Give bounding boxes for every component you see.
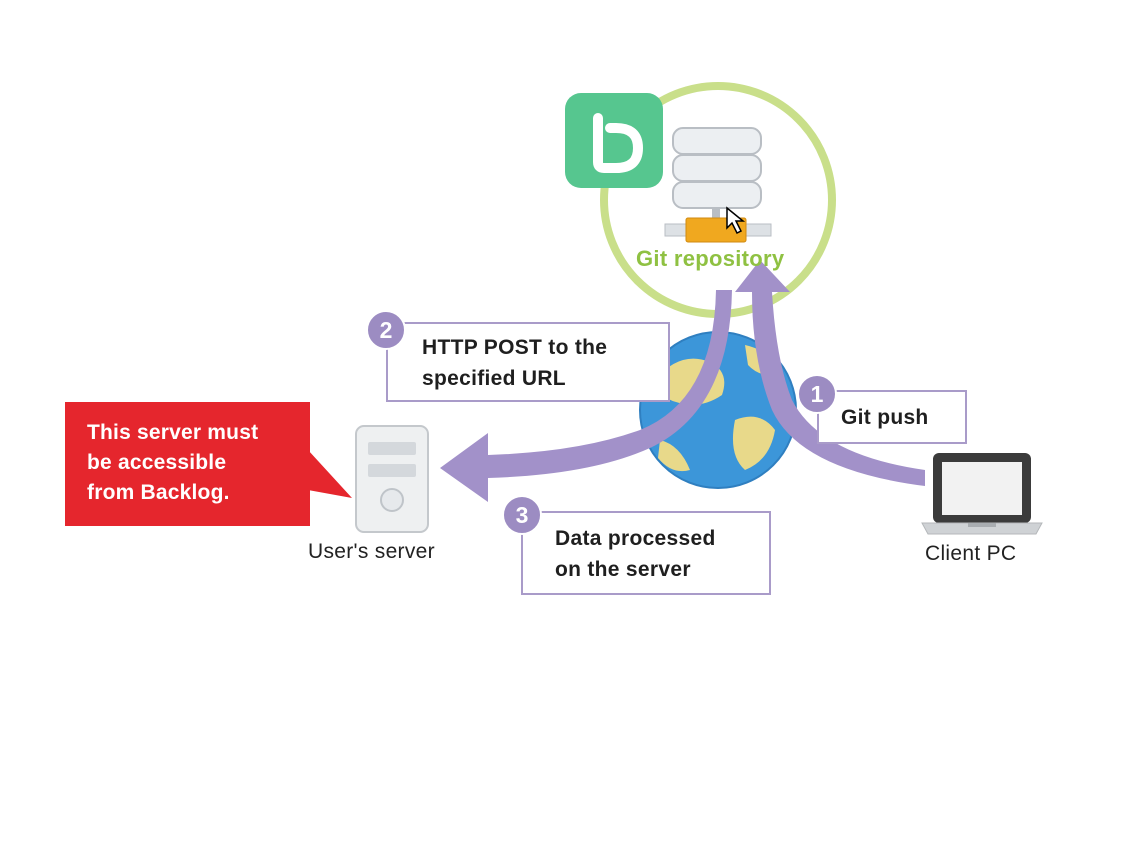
callout-line2: be accessible bbox=[87, 451, 227, 474]
step-3-line2: on the server bbox=[555, 558, 691, 581]
database-icon bbox=[664, 127, 772, 243]
repository-label: Git repository bbox=[636, 246, 785, 271]
step-2-line1: HTTP POST to the bbox=[422, 336, 608, 359]
accessibility-callout: This server must be accessible from Back… bbox=[65, 402, 310, 526]
laptop-icon bbox=[921, 453, 1043, 535]
http-post-arrow bbox=[440, 290, 732, 502]
callout-pointer bbox=[308, 450, 352, 498]
mouse-cursor-icon bbox=[726, 206, 746, 235]
step-1-badge: 1 bbox=[797, 374, 837, 414]
callout-line1: This server must bbox=[87, 421, 259, 444]
step-2-box: HTTP POST to the specified URL bbox=[386, 322, 670, 402]
client-pc-label: Client PC bbox=[925, 542, 1017, 565]
callout-line3: from Backlog. bbox=[87, 481, 230, 504]
step-2-line2: specified URL bbox=[422, 367, 566, 390]
step-3-badge: 3 bbox=[502, 495, 542, 535]
backlog-logo-icon bbox=[565, 93, 663, 188]
server-icon bbox=[355, 425, 429, 533]
step-3-line1: Data processed bbox=[555, 527, 716, 550]
users-server-label: User's server bbox=[308, 540, 435, 563]
step-3-box: Data processed on the server bbox=[521, 511, 771, 595]
step-1-line1: Git push bbox=[841, 406, 929, 429]
step-2-badge: 2 bbox=[366, 310, 406, 350]
step-1-box: Git push bbox=[817, 390, 967, 444]
